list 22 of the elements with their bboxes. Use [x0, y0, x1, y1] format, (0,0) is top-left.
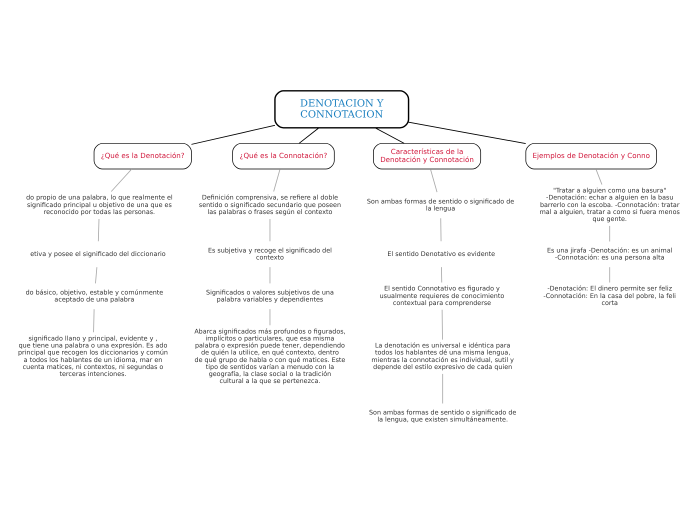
connector [110, 168, 132, 192]
connector [273, 168, 280, 192]
connector [441, 266, 442, 283]
connector [191, 124, 276, 145]
connector [442, 374, 444, 404]
connector [98, 218, 100, 242]
connector [93, 308, 95, 333]
node-box: ¿Qué es la Connotación? [232, 143, 335, 170]
node-box: DENOTACION Y CONNOTACION [274, 90, 410, 128]
connector [95, 266, 98, 284]
connector [408, 122, 526, 144]
connector [442, 309, 443, 340]
connector [440, 218, 442, 242]
connector [596, 168, 602, 186]
connector [609, 225, 610, 242]
node-box: Ejemplos de Denotación y Conno [525, 143, 657, 170]
connector [374, 127, 405, 144]
connector [430, 168, 438, 193]
node-box: ¿Qué es la Denotación? [94, 143, 192, 170]
connector [298, 128, 320, 144]
node-box: Características de la Denotación y Connotación [373, 143, 482, 170]
connector [609, 266, 610, 283]
